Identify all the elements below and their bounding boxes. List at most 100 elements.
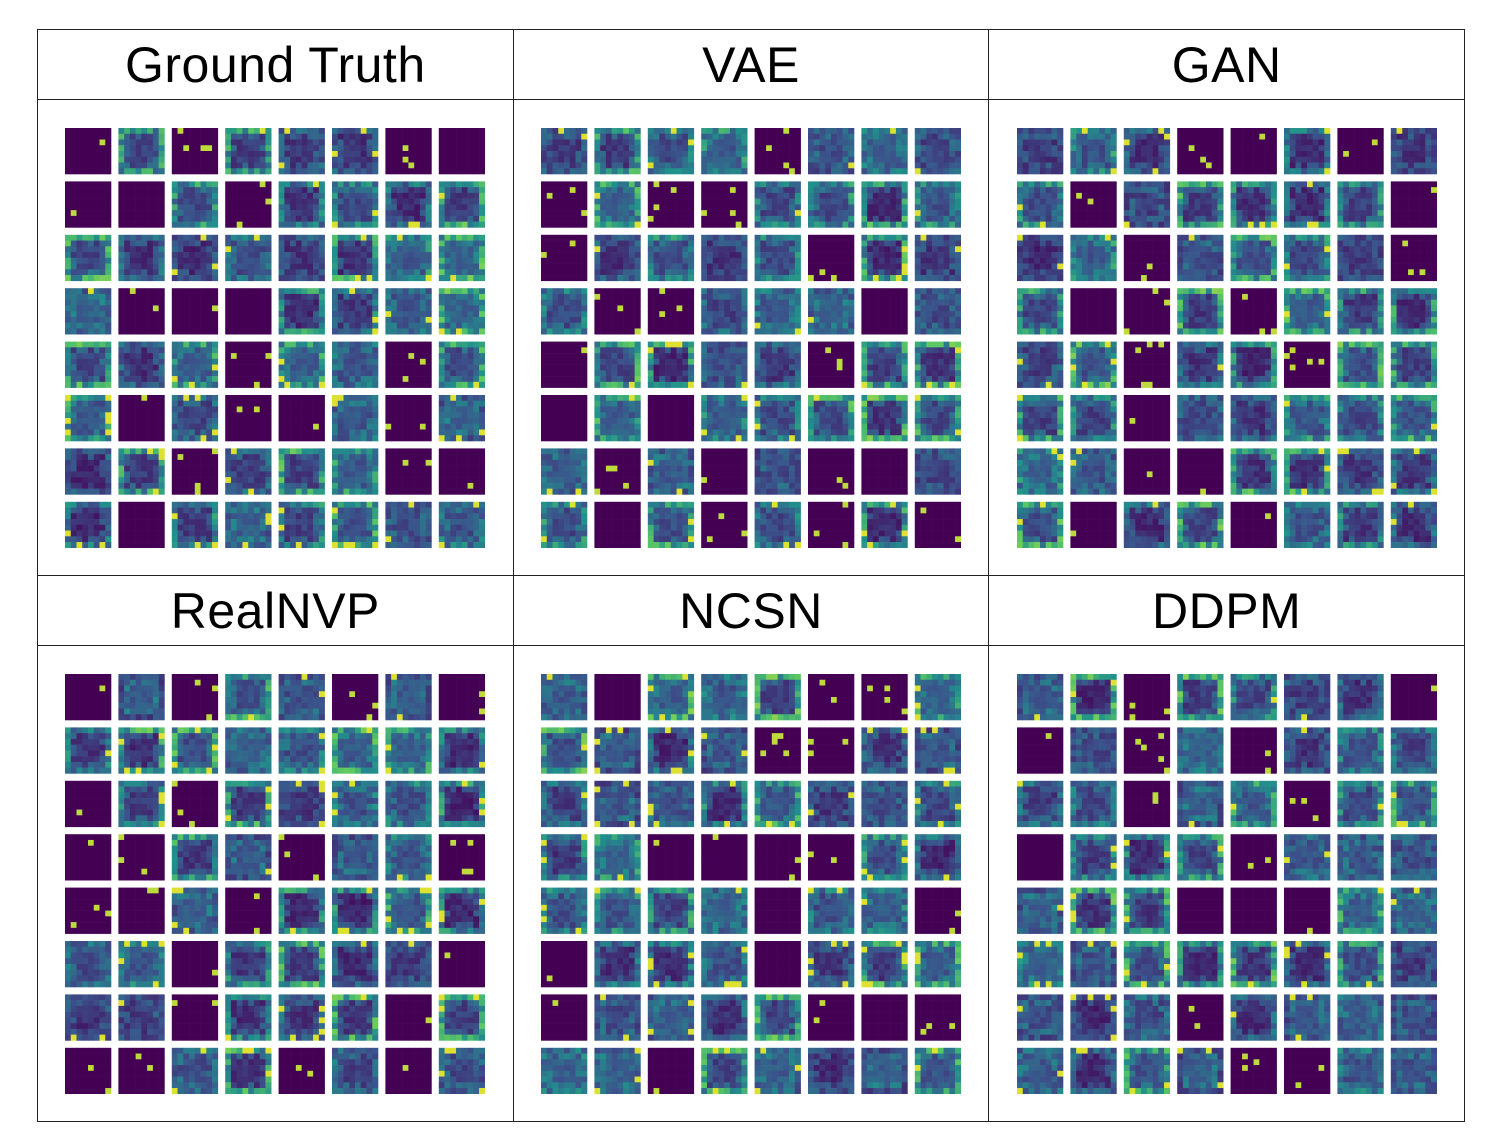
sample-tile <box>1390 726 1437 774</box>
sample-tile <box>594 501 641 548</box>
panel-cell-ncsn <box>512 645 990 1122</box>
sample-tile <box>594 287 641 335</box>
sample-tile <box>540 993 588 1041</box>
sample-tile <box>647 501 695 548</box>
sample-tile <box>1176 726 1224 774</box>
sample-tile <box>1337 1047 1384 1094</box>
sample-tile <box>385 993 433 1041</box>
sample-tile <box>1070 993 1117 1041</box>
sample-tile <box>701 287 748 335</box>
sample-tile <box>1123 180 1170 228</box>
sample-tile <box>65 993 112 1041</box>
sample-tile <box>385 501 433 548</box>
sample-tile <box>540 1047 588 1094</box>
sample-tile <box>225 287 272 335</box>
sample-tile <box>861 940 908 987</box>
sample-tile <box>1337 180 1384 228</box>
sample-tile <box>1230 341 1277 388</box>
sample-tile <box>647 887 695 934</box>
sample-tile <box>225 673 272 720</box>
sample-tile <box>914 887 961 934</box>
sample-tile <box>914 287 961 335</box>
sample-tile <box>439 394 486 441</box>
sample-tile <box>65 447 112 495</box>
sample-tile <box>1283 887 1330 934</box>
sample-tile <box>1283 726 1330 774</box>
sample-tile <box>1283 447 1330 495</box>
title-row-bottom: RealNVP NCSN DDPM <box>37 574 1465 647</box>
sample-tile <box>172 180 219 228</box>
sample-tile <box>594 341 641 388</box>
sample-tile <box>172 287 219 335</box>
sample-tile <box>647 127 695 174</box>
sample-tile <box>225 726 272 774</box>
sample-tile <box>1123 127 1170 174</box>
sample-tile <box>594 833 641 881</box>
sample-tile <box>118 993 166 1041</box>
sample-tile <box>1016 394 1063 441</box>
sample-tile <box>1123 287 1170 335</box>
sample-tile <box>332 501 379 548</box>
sample-tile <box>754 780 801 827</box>
sample-tile <box>1176 1047 1224 1094</box>
sample-tile <box>278 1047 326 1094</box>
sample-tile <box>861 887 908 934</box>
sample-tile <box>385 234 433 281</box>
sample-tile <box>1176 180 1224 228</box>
sample-tile <box>65 180 112 228</box>
sample-tile <box>172 993 219 1041</box>
sample-tile <box>914 993 961 1041</box>
sample-tile <box>1070 726 1117 774</box>
sample-tile <box>1016 180 1063 228</box>
sample-tile <box>754 501 801 548</box>
sample-tile <box>65 287 112 335</box>
panel-cell-ground-truth <box>37 99 514 576</box>
sample-tile <box>1283 673 1330 720</box>
sample-grid-ddpm <box>1016 673 1437 1094</box>
sample-tile <box>225 341 272 388</box>
sample-tile <box>1230 993 1277 1041</box>
sample-tile <box>1123 726 1170 774</box>
sample-tile <box>65 501 112 548</box>
sample-tile <box>1176 287 1224 335</box>
sample-tile <box>65 887 112 934</box>
sample-tile <box>1283 287 1330 335</box>
sample-tile <box>332 833 379 881</box>
sample-tile <box>118 234 166 281</box>
sample-grid-vae <box>540 127 961 548</box>
sample-tile <box>594 180 641 228</box>
sample-tile <box>225 127 272 174</box>
sample-tile <box>1176 887 1224 934</box>
sample-tile <box>1016 940 1063 987</box>
sample-tile <box>1283 940 1330 987</box>
sample-tile <box>332 673 379 720</box>
sample-tile <box>278 394 326 441</box>
sample-tile <box>65 833 112 881</box>
sample-tile <box>385 833 433 881</box>
sample-tile <box>278 940 326 987</box>
sample-tile <box>914 673 961 720</box>
sample-tile <box>754 127 801 174</box>
panel-cell-vae <box>512 99 990 576</box>
sample-tile <box>807 501 855 548</box>
sample-tile <box>594 726 641 774</box>
sample-tile <box>647 341 695 388</box>
sample-tile <box>701 833 748 881</box>
sample-tile <box>1337 940 1384 987</box>
sample-tile <box>1230 287 1277 335</box>
sample-tile <box>861 287 908 335</box>
sample-tile <box>332 447 379 495</box>
sample-tile <box>861 127 908 174</box>
sample-tile <box>1337 780 1384 827</box>
sample-tile <box>1016 127 1063 174</box>
sample-tile <box>332 287 379 335</box>
sample-tile <box>1230 726 1277 774</box>
sample-tile <box>540 447 588 495</box>
sample-tile <box>1016 287 1063 335</box>
sample-tile <box>861 501 908 548</box>
sample-tile <box>1337 394 1384 441</box>
sample-grid-ground-truth <box>65 127 486 548</box>
sample-tile <box>1016 833 1063 881</box>
sample-tile <box>754 673 801 720</box>
sample-tile <box>172 127 219 174</box>
